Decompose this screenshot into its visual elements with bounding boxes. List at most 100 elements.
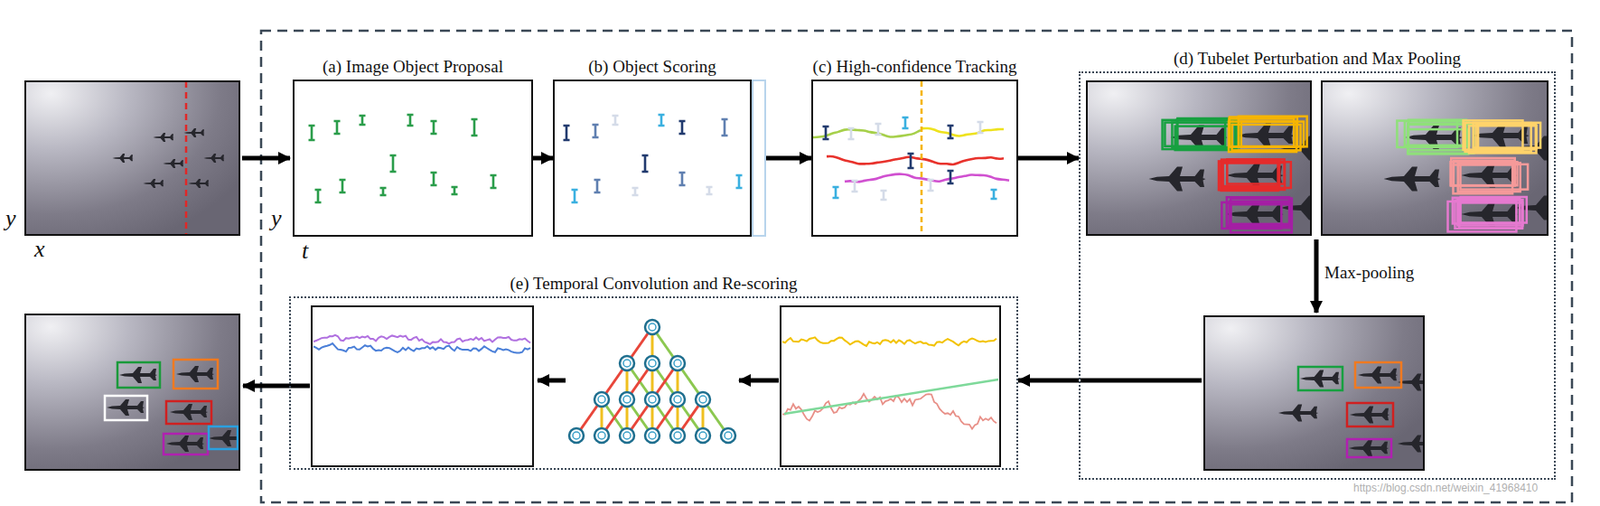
score-mark xyxy=(832,187,840,198)
detection-box xyxy=(1232,124,1301,150)
time-slice xyxy=(920,81,924,235)
detection-box xyxy=(1177,119,1237,149)
score-mark xyxy=(736,175,743,188)
score-mark xyxy=(848,128,855,140)
proposal-mark xyxy=(430,121,438,134)
net-unit xyxy=(594,392,609,407)
net-unit-core xyxy=(648,395,656,403)
detection-box xyxy=(1453,160,1514,186)
track-curve xyxy=(826,156,1004,165)
panel-title: (c) High-confidence Tracking xyxy=(813,56,1018,77)
flow-arrows xyxy=(242,158,1317,386)
aircraft xyxy=(1237,123,1295,149)
flow-arrow xyxy=(739,378,779,384)
detection-box xyxy=(1226,159,1284,184)
sky xyxy=(1321,81,1548,235)
proposal-mark xyxy=(430,172,438,186)
aircraft xyxy=(1357,366,1398,384)
net-unit xyxy=(695,392,711,407)
proposal-mark xyxy=(339,179,347,193)
aircraft xyxy=(1226,202,1284,227)
outer-dashed-box xyxy=(261,30,1572,503)
net-unit-core xyxy=(699,431,707,440)
axis-label: y xyxy=(271,205,282,233)
net-unit-core xyxy=(724,431,732,440)
time-slice xyxy=(185,81,188,235)
detection-box xyxy=(1164,122,1226,147)
detection-box xyxy=(166,401,212,424)
axis-label: x xyxy=(34,236,46,263)
proposal-mark xyxy=(407,114,414,126)
panel-title: (e) Temporal Convolution and Re-scoring xyxy=(509,273,797,294)
flow-arrow xyxy=(1080,378,1202,384)
stage-group: (d) Tubelet Perturbation and Max Pooling xyxy=(1078,71,1556,480)
perturbed-frame xyxy=(1086,81,1339,235)
net-unit-core xyxy=(623,395,631,403)
score-mark xyxy=(658,114,665,126)
score-mark xyxy=(880,190,888,200)
chart-frame xyxy=(311,306,534,467)
score-mark xyxy=(642,155,649,172)
frame-border xyxy=(1204,316,1424,470)
track-curve xyxy=(921,128,1004,137)
net-unit xyxy=(594,428,609,443)
score-mark xyxy=(679,121,686,134)
net-unit xyxy=(645,319,660,335)
aircraft xyxy=(1278,404,1319,422)
detection-box xyxy=(163,433,208,455)
proposal-mark xyxy=(471,119,478,136)
detection-box xyxy=(104,395,148,421)
net-unit-core xyxy=(623,359,631,367)
aircraft xyxy=(169,403,208,421)
frame-border xyxy=(25,314,240,470)
scoring-plot xyxy=(563,114,743,203)
score-mark xyxy=(612,115,619,125)
net-unit xyxy=(619,392,635,407)
stage-panel: (a) Image Object Proposal xyxy=(292,79,534,237)
aircraft xyxy=(112,153,133,163)
panel-title: (b) Object Scoring xyxy=(588,56,716,77)
aircraft xyxy=(203,153,225,163)
detection-box xyxy=(1454,200,1522,229)
input-frame xyxy=(25,81,240,235)
aircraft xyxy=(152,132,174,142)
proposal-mark xyxy=(451,187,459,195)
flow-arrow xyxy=(766,156,812,161)
detection-box xyxy=(1229,117,1298,148)
proposal-mark xyxy=(380,187,387,196)
illustration xyxy=(25,81,1573,470)
detection-box xyxy=(173,359,218,389)
watermark: https://blog.csdn.net/weixin_41968410 xyxy=(1353,482,1538,495)
aircraft xyxy=(142,178,164,188)
detection-box xyxy=(208,426,238,450)
net-unit xyxy=(670,392,685,407)
score-charts xyxy=(311,306,1001,467)
detection-box xyxy=(1407,129,1469,154)
score-line xyxy=(313,335,531,345)
score-mark xyxy=(947,125,955,139)
sky xyxy=(25,314,240,470)
frame-border xyxy=(1321,81,1548,235)
detection-box xyxy=(1458,162,1521,192)
score-mark xyxy=(571,189,579,203)
aircraft xyxy=(1384,167,1441,192)
detection-box xyxy=(1355,362,1402,388)
aircraft xyxy=(162,159,184,169)
net-unit xyxy=(670,428,685,443)
net-unit xyxy=(645,392,660,407)
aircraft xyxy=(1349,406,1390,424)
flow-arrow xyxy=(243,383,310,389)
score-line xyxy=(313,343,531,353)
aircraft xyxy=(1149,167,1207,192)
panel-title: (a) Image Object Proposal xyxy=(322,56,504,77)
net-unit xyxy=(619,355,635,371)
aircraft xyxy=(119,366,158,384)
net-unit xyxy=(645,355,660,371)
net-unit-core xyxy=(673,359,682,367)
score-mark xyxy=(947,170,955,184)
score-mark xyxy=(706,187,713,195)
detection-box xyxy=(1469,125,1536,153)
score-mark xyxy=(632,187,639,196)
flow-arrow xyxy=(537,378,566,384)
